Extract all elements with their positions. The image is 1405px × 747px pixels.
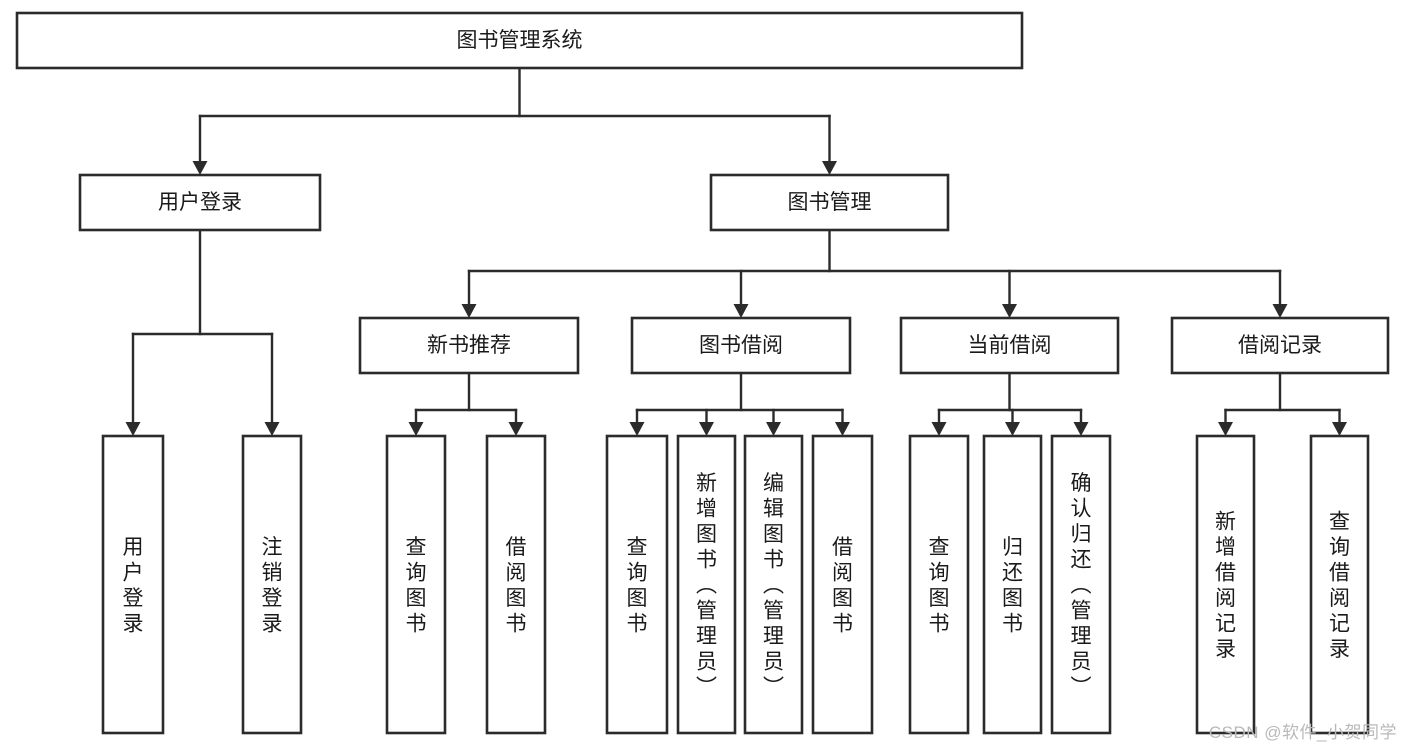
node-box [676, 434, 737, 735]
node-label: 新增图书︵管理员︶ [696, 472, 717, 699]
arrow-head-icon [508, 422, 524, 436]
node-box [605, 434, 669, 735]
node-box [485, 434, 547, 735]
node-borrow-record[interactable]: 借阅记录 [1170, 316, 1390, 375]
node-box [630, 316, 852, 375]
node-box [78, 173, 322, 232]
arrow-head-icon [461, 304, 477, 318]
node-borrow-book-2[interactable]: 借阅图书 [811, 434, 874, 735]
node-box [982, 434, 1043, 735]
node-query-book-1[interactable]: 查询图书 [385, 434, 447, 735]
node-box [385, 434, 447, 735]
node-user-login[interactable]: 用户登录 [78, 173, 322, 232]
node-new-book-recommend[interactable]: 新书推荐 [358, 316, 580, 375]
arrow-head-icon [125, 422, 141, 436]
node-label: 新书推荐 [427, 334, 511, 357]
node-box [1170, 316, 1390, 375]
arrow-head-icon [1332, 422, 1347, 436]
node-query-borrow-record[interactable]: 查询借阅记录 [1309, 434, 1370, 735]
arrow-head-icon [1005, 422, 1020, 436]
arrow-head-icon [192, 161, 208, 175]
node-label: 查询图书 [406, 536, 427, 636]
arrow-head-icon [733, 304, 749, 318]
node-box [15, 11, 1024, 70]
node-label: 借阅图书 [506, 536, 527, 636]
node-edit-book-admin[interactable]: 编辑图书︵管理员︶ [743, 434, 804, 735]
node-return-book[interactable]: 归还图书 [982, 434, 1043, 735]
arrow-head-icon [408, 422, 424, 436]
node-root[interactable]: 图书管理系统 [15, 11, 1024, 70]
arrow-head-icon [264, 422, 280, 436]
node-label: 新增借阅记录 [1215, 510, 1236, 661]
node-confirm-return-admin[interactable]: 确认归还︵管理员︶ [1050, 434, 1112, 735]
node-add-book-admin[interactable]: 新增图书︵管理员︶ [676, 434, 737, 735]
node-label: 用户登录 [123, 536, 144, 636]
node-book-management[interactable]: 图书管理 [709, 173, 950, 232]
node-label: 用户登录 [158, 191, 242, 214]
arrow-head-icon [835, 422, 850, 436]
node-user-login-do[interactable]: 用户登录 [101, 434, 165, 735]
node-label: 借阅图书 [832, 536, 853, 636]
node-label: 查询借阅记录 [1329, 510, 1350, 661]
node-box [709, 173, 950, 232]
arrow-head-icon [629, 422, 645, 436]
arrow-head-icon [1002, 304, 1017, 318]
arrow-head-icon [766, 422, 781, 436]
arrow-head-icon [1073, 422, 1089, 436]
node-box [908, 434, 970, 735]
node-label: 注销登录 [262, 536, 283, 636]
arrow-head-icon [931, 422, 947, 436]
node-box [899, 316, 1120, 375]
node-box [241, 434, 303, 735]
arrow-head-icon [822, 161, 837, 175]
node-label: 编辑图书︵管理员︶ [763, 472, 784, 699]
node-box [1195, 434, 1256, 735]
node-label: 归还图书 [1002, 536, 1023, 636]
node-query-book-2[interactable]: 查询图书 [605, 434, 669, 735]
node-label: 借阅记录 [1238, 334, 1322, 357]
node-borrow-book-1[interactable]: 借阅图书 [485, 434, 547, 735]
node-label: 查询图书 [929, 536, 950, 636]
node-label: 图书借阅 [699, 334, 783, 357]
arrow-head-icon [699, 422, 714, 436]
watermark-text: CSDN @软件_小贺同学 [1208, 723, 1397, 742]
node-book-borrow[interactable]: 图书借阅 [630, 316, 852, 375]
node-current-borrow[interactable]: 当前借阅 [899, 316, 1120, 375]
node-add-borrow-record[interactable]: 新增借阅记录 [1195, 434, 1256, 735]
node-query-book-3[interactable]: 查询图书 [908, 434, 970, 735]
arrow-head-icon [1272, 304, 1288, 318]
node-box [358, 316, 580, 375]
node-box [1050, 434, 1112, 735]
node-box [743, 434, 804, 735]
node-label: 当前借阅 [968, 334, 1052, 357]
node-box [101, 434, 165, 735]
arrow-head-icon [1218, 422, 1233, 436]
node-label: 图书管理系统 [457, 29, 583, 52]
node-label: 图书管理 [788, 191, 872, 214]
node-user-logout[interactable]: 注销登录 [241, 434, 303, 735]
node-label: 确认归还︵管理员︶ [1071, 472, 1092, 699]
node-label: 查询图书 [627, 536, 648, 636]
node-box [1309, 434, 1370, 735]
node-box [811, 434, 874, 735]
